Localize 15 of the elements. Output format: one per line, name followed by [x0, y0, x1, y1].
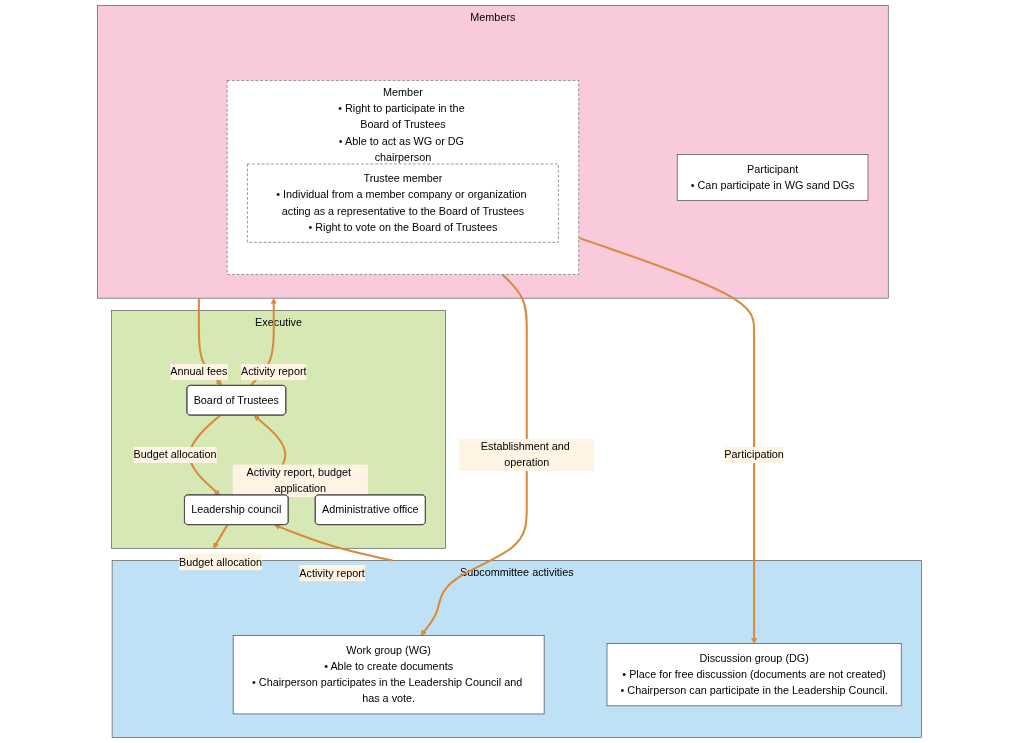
edge-label: Activity report	[240, 366, 307, 378]
node-box: Trustee member • Individual from a member company or organization acting as a representative to the Board of Trustees • Right to vote on the Board of Trustees	[247, 163, 559, 243]
node-box: Discussion group (DG) • Place for free discussion (documents are not created) • Chairperson can participate in the Leadership Council.	[606, 643, 902, 707]
arrow	[420, 273, 528, 636]
edge-label: Budget allocation	[179, 556, 263, 568]
arrow	[578, 236, 758, 644]
arrow	[213, 524, 229, 549]
edge-label: Activity report	[299, 567, 365, 579]
edge-label: Participation	[724, 448, 784, 461]
node-box: Participant • Can participate in WG sand DGs	[676, 154, 869, 201]
edge-label: Establishment and operation	[480, 440, 570, 469]
edge-label: Annual fees	[170, 366, 228, 378]
node-box: Work group (WG) • Able to create documents • Chairperson participates in the Leadership Council and has a vote.	[232, 635, 545, 715]
edge-label: Budget allocation	[133, 448, 217, 461]
edge-label: Activity report, budget application	[246, 466, 352, 495]
